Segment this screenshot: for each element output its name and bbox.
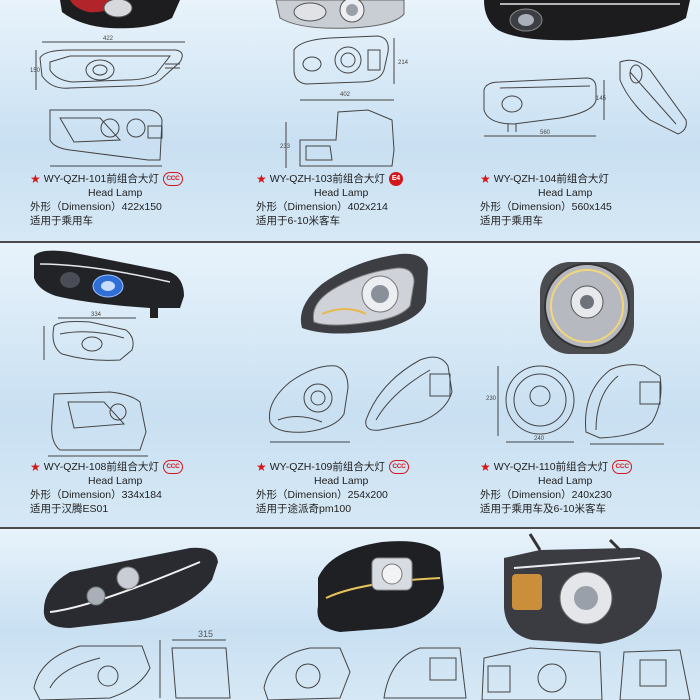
headlamp-110-side-drawing [585, 364, 664, 445]
dim-110-height: 230 [486, 396, 497, 402]
row-1-drawings: 422 150 214 402 [30, 0, 690, 168]
star-icon: ★ [30, 460, 41, 474]
product-dimension: 外形（Dimension）240x230 [480, 489, 612, 501]
headlamp-row3-right-drawing [481, 647, 691, 700]
dim-103-width: 402 [340, 92, 351, 98]
dim-101-width: 422 [103, 36, 114, 42]
star-icon: ★ [480, 460, 491, 474]
headlamp-row3-left-drawing [33, 639, 231, 700]
ccc-cert-icon: CCC [162, 172, 183, 186]
headlamp-row3-right-photo [504, 533, 662, 644]
headlamp-108-side-drawing [48, 391, 148, 457]
product-fitment: 适用于汉腾ES01 [30, 503, 109, 515]
headlamp-101-front-drawing [35, 41, 185, 90]
headlamp-row3-left-photo [43, 547, 218, 628]
headlamp-109-front-drawing [268, 365, 350, 443]
headlamp-101-top-drawing [49, 109, 163, 167]
star-icon: ★ [256, 460, 267, 474]
product-model: WY-QZH-110前组合大灯 [493, 461, 609, 473]
row-2-drawings: 334 [34, 250, 664, 457]
product-caption-104: ★WY-QZH-104前组合大灯 Head Lamp 外形（Dimension）… [480, 172, 700, 228]
product-model: WY-QZH-104前组合大灯 [493, 173, 609, 185]
headlamp-row3-middle-photo [317, 541, 444, 632]
headlamp-108-photo [34, 250, 184, 318]
headlamp-101-photo [60, 0, 180, 29]
star-icon: ★ [256, 172, 267, 186]
headlamp-109-photo [300, 253, 428, 334]
headlamp-103-photo [275, 0, 405, 29]
product-fitment: 适用于6-10米客车 [256, 215, 341, 227]
product-english-name: Head Lamp [88, 187, 143, 199]
row-divider [0, 527, 700, 529]
product-english-name: Head Lamp [314, 475, 369, 487]
dim-101-height: 150 [30, 68, 41, 74]
star-icon: ★ [480, 172, 491, 186]
dim-103-height: 214 [398, 60, 409, 66]
product-row-1 [0, 0, 700, 242]
e-mark-cert-icon: E4 [388, 172, 403, 186]
headlamp-row3-middle-drawing [263, 647, 467, 700]
dim-104-height: 145 [596, 96, 607, 102]
product-fitment: 适用于途派奇pm100 [256, 503, 352, 515]
dim-103-depth: 233 [280, 144, 291, 150]
product-model: WY-QZH-103前组合大灯 [269, 173, 385, 185]
product-english-name: Head Lamp [88, 475, 143, 487]
headlamp-103-front-drawing [293, 35, 395, 85]
ccc-cert-icon: CCC [388, 460, 409, 474]
product-dimension: 外形（Dimension）334x184 [30, 489, 162, 501]
headlamp-109-side-drawing [365, 356, 453, 431]
row-divider [0, 241, 700, 243]
headlamp-104-photo [484, 0, 690, 41]
dim-108-width: 334 [91, 312, 102, 318]
product-english-name: Head Lamp [538, 187, 593, 199]
product-english-name: Head Lamp [314, 187, 369, 199]
ccc-cert-icon: CCC [612, 460, 633, 474]
headlamp-110-photo [540, 262, 634, 354]
product-dimension: 外形（Dimension）422x150 [30, 201, 162, 213]
ccc-cert-icon: CCC [162, 460, 183, 474]
product-dimension: 外形（Dimension）254x200 [256, 489, 388, 501]
product-fitment: 适用于乘用车及6-10米客车 [480, 503, 607, 515]
product-english-name: Head Lamp [538, 475, 593, 487]
headlamp-110-front-drawing [497, 365, 575, 443]
headlamp-104-side-drawing [619, 59, 687, 135]
product-dimension: 外形（Dimension）560x145 [480, 201, 612, 213]
product-model: WY-QZH-101前组合大灯 [43, 173, 159, 185]
star-icon: ★ [30, 172, 41, 186]
headlamp-108-front-drawing [43, 317, 136, 361]
dim-110-width: 240 [534, 436, 545, 442]
product-dimension: 外形（Dimension）402x214 [256, 201, 388, 213]
product-fitment: 适用于乘用车 [30, 215, 93, 227]
dim-104-width: 560 [540, 130, 551, 136]
headlamp-103-top-drawing [285, 99, 395, 168]
product-fitment: 适用于乘用车 [480, 215, 543, 227]
row-3-drawings: 315 [33, 533, 691, 700]
dim-row3-width: 315 [198, 629, 213, 639]
product-model: WY-QZH-109前组合大灯 [269, 461, 385, 473]
headlamp-104-front-drawing [483, 77, 605, 137]
product-model: WY-QZH-108前组合大灯 [43, 461, 159, 473]
